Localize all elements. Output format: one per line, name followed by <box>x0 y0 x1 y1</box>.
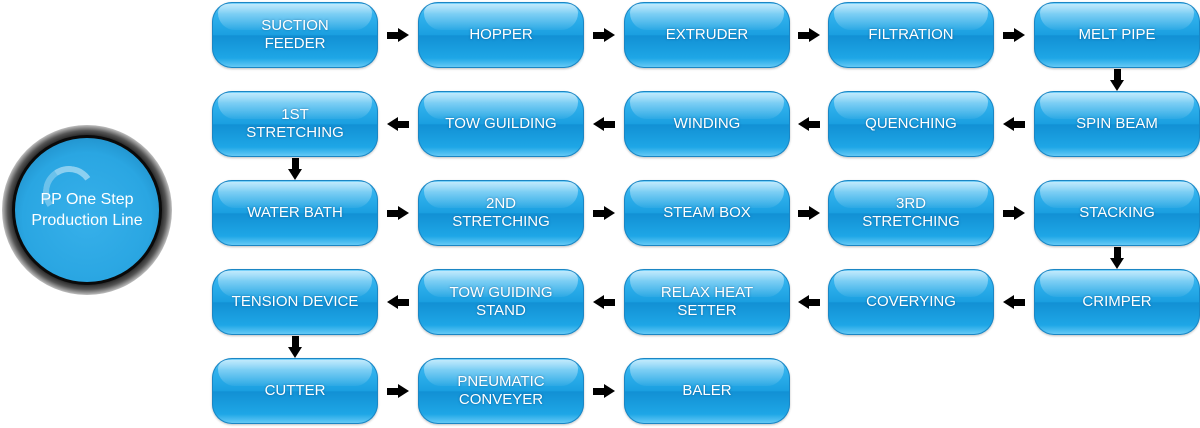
process-step: MELT PIPE <box>1034 2 1200 68</box>
arrow-right-icon <box>798 206 820 220</box>
arrow-left-icon <box>798 117 820 131</box>
arrow-down-icon <box>1110 69 1125 91</box>
arrow-right-icon <box>593 384 615 398</box>
step-label: WATER BATH <box>247 204 343 221</box>
step-label: HOPPER <box>469 26 533 43</box>
arrow-right-icon <box>798 28 820 42</box>
step-label: STACKING <box>1079 204 1155 221</box>
step-label: TOW GUILDING <box>445 115 557 132</box>
arrow-left-icon <box>1003 117 1025 131</box>
arrow-down-icon <box>1110 247 1125 269</box>
process-step: STACKING <box>1034 180 1200 246</box>
process-step: HOPPER <box>418 2 584 68</box>
arrow-left-icon <box>593 117 615 131</box>
process-step: TENSION DEVICE <box>212 269 378 335</box>
step-label: FILTRATION <box>868 26 954 43</box>
arrow-right-icon <box>593 206 615 220</box>
arrow-right-icon <box>387 28 409 42</box>
step-label: BALER <box>682 382 732 399</box>
arrow-right-icon <box>593 28 615 42</box>
step-label: MELT PIPE <box>1078 26 1156 43</box>
step-label: CUTTER <box>264 382 326 399</box>
step-label: SPIN BEAM <box>1076 115 1158 132</box>
process-step: STEAM BOX <box>624 180 790 246</box>
step-label: TENSION DEVICE <box>231 293 359 310</box>
arrow-left-icon <box>798 295 820 309</box>
process-step: CUTTER <box>212 358 378 424</box>
arrow-right-icon <box>1003 206 1025 220</box>
title-text: PP One Step Production Line <box>31 191 143 229</box>
process-step: COVERYING <box>828 269 994 335</box>
arrow-left-icon <box>387 117 409 131</box>
process-step: FILTRATION <box>828 2 994 68</box>
arrow-down-icon <box>288 336 303 358</box>
production-line-title-badge: PP One Step Production Line <box>2 125 172 295</box>
arrow-left-icon <box>593 295 615 309</box>
process-step: WATER BATH <box>212 180 378 246</box>
arrow-left-icon <box>1003 295 1025 309</box>
process-step: WINDING <box>624 91 790 157</box>
step-label: WINDING <box>673 115 741 132</box>
arrow-right-icon <box>387 384 409 398</box>
process-step: CRIMPER <box>1034 269 1200 335</box>
arrow-down-icon <box>288 158 303 180</box>
arrow-right-icon <box>387 206 409 220</box>
step-label: QUENCHING <box>865 115 957 132</box>
step-label: CRIMPER <box>1082 293 1152 310</box>
process-step: EXTRUDER <box>624 2 790 68</box>
arrow-right-icon <box>1003 28 1025 42</box>
step-label: STEAM BOX <box>663 204 751 221</box>
step-label: COVERYING <box>866 293 956 310</box>
arrow-left-icon <box>387 295 409 309</box>
step-label: EXTRUDER <box>665 26 749 43</box>
process-step: BALER <box>624 358 790 424</box>
process-step: TOW GUILDING <box>418 91 584 157</box>
process-step: QUENCHING <box>828 91 994 157</box>
process-step: SPIN BEAM <box>1034 91 1200 157</box>
